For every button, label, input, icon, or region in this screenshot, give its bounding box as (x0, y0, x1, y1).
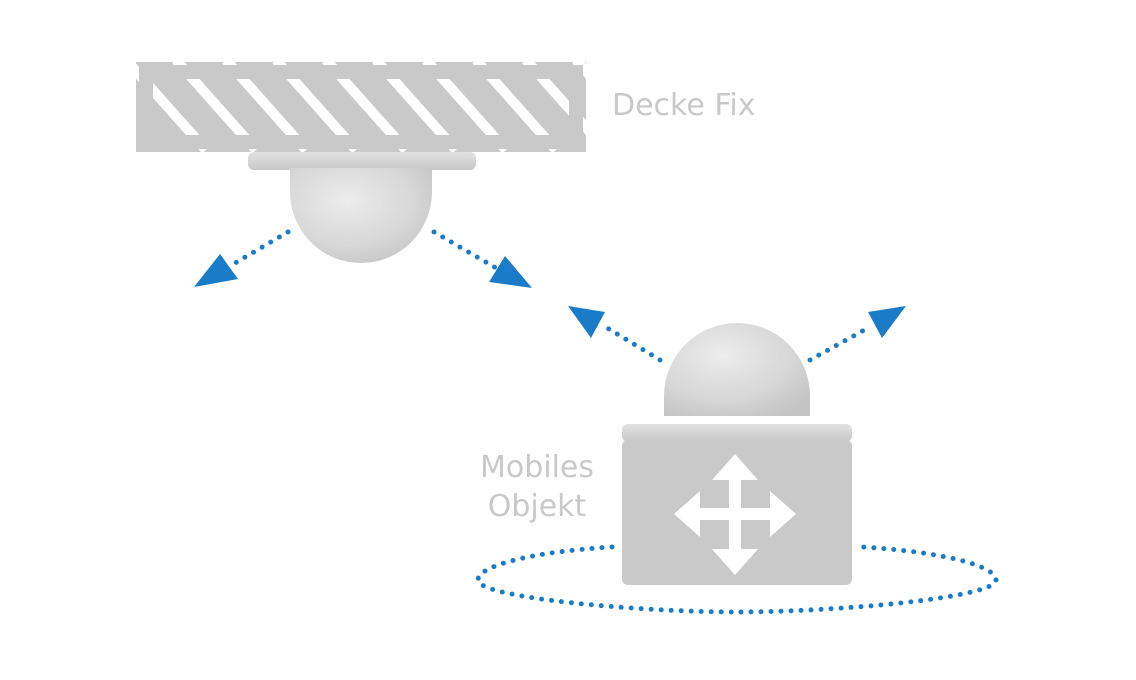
bottom-right-arrow (807, 306, 906, 363)
top-left-arrow (194, 229, 291, 287)
four-way-move-arrow-icon (674, 454, 796, 575)
movement-arrow-icon (489, 256, 532, 288)
mobile-label-line1: Mobiles (480, 450, 594, 485)
movement-arrow-icon (194, 254, 238, 287)
movement-arrow-icon (568, 306, 605, 338)
ceiling-plate (136, 62, 586, 152)
mobile-label-line2: Objekt (488, 489, 587, 524)
rotation-ellipse (475, 544, 999, 615)
movement-arrow-icon (868, 306, 906, 338)
top-ball-unit (248, 152, 476, 263)
top-right-arrow (431, 229, 532, 288)
bottom-left-arrow (568, 306, 663, 363)
fixed-label: Decke Fix (612, 88, 756, 123)
